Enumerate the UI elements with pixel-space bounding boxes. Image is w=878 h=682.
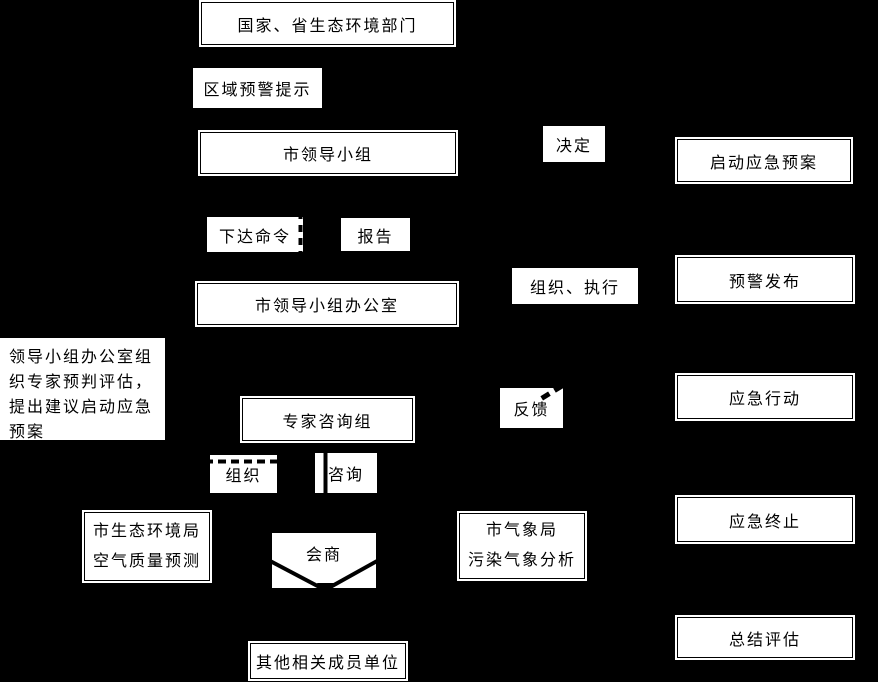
node-label: 预警发布	[728, 273, 801, 291]
edge-label-text: 报告	[357, 228, 394, 246]
annotation-line2: 织专家预判评估，	[9, 374, 154, 391]
node-summary-evaluation: 总结评估	[677, 617, 853, 658]
edge-label-organize: 组织	[210, 455, 277, 493]
node-city-leading-group: 市领导小组	[200, 132, 456, 174]
node-label: 其他相关成员单位	[255, 655, 400, 672]
edge-label-text: 组织、执行	[529, 280, 620, 297]
node-label: 国家、省生态环境部门	[237, 17, 418, 35]
edge-label-issue-order: 下达命令	[207, 217, 303, 252]
node-emergency-termination: 应急终止	[677, 497, 853, 542]
node-other-member-units: 其他相关成员单位	[250, 643, 406, 679]
edge-label-report: 报告	[341, 218, 410, 251]
edge-label-text: 咨询	[327, 467, 364, 484]
node-label-line1: 市气象局	[485, 522, 558, 539]
edge-label-regional-warning-tip: 区域预警提示	[193, 68, 322, 108]
node-leading-group-office: 市领导小组办公室	[197, 283, 457, 325]
node-national-provincial-eco-dept: 国家、省生态环境部门	[201, 2, 454, 45]
edge-label-text: 区域预警提示	[203, 82, 312, 99]
edge-label-consult: 咨询	[315, 453, 377, 493]
annotation-line1: 领导小组办公室组	[9, 349, 154, 366]
node-label: 应急行动	[728, 391, 801, 408]
edge-label-organize-execute: 组织、执行	[512, 268, 638, 304]
node-label-line1: 市生态环境局	[92, 522, 201, 540]
node-label: 市领导小组办公室	[254, 298, 399, 315]
annotation-line4: 预案	[9, 424, 46, 441]
edge-label-feedback: 反馈	[500, 388, 563, 428]
edge-label-decide: 决定	[543, 126, 605, 162]
node-warning-release: 预警发布	[677, 257, 853, 302]
edge-label-text: 反馈	[513, 402, 550, 419]
edge-label-text: 组织	[225, 468, 262, 485]
edge-label-text: 决定	[555, 138, 592, 155]
node-label: 启动应急预案	[709, 154, 818, 172]
node-emergency-action: 应急行动	[677, 375, 853, 419]
node-meteo-bureau-pollution-analysis: 市气象局 污染气象分析	[459, 513, 585, 579]
node-label-line2: 污染气象分析	[467, 552, 576, 569]
node-label: 总结评估	[728, 631, 801, 649]
node-label-line2: 空气质量预测	[92, 552, 201, 570]
node-label: 市领导小组	[282, 147, 373, 164]
node-expert-advisory-group: 专家咨询组	[242, 398, 413, 441]
shape-consultation-label: 会商	[305, 547, 342, 564]
annotation-expert-prejudge-note: 领导小组办公室组 织专家预判评估， 提出建议启动应急 预案	[0, 338, 165, 441]
node-label: 应急终止	[728, 513, 801, 531]
annotation-line3: 提出建议启动应急	[9, 399, 154, 416]
node-eco-bureau-air-quality-forecast: 市生态环境局 空气质量预测	[84, 512, 210, 581]
node-start-emergency-plan: 启动应急预案	[677, 139, 851, 182]
edge-label-text: 下达命令	[218, 228, 291, 246]
node-label: 专家咨询组	[282, 413, 373, 431]
shape-consultation: 会商	[272, 533, 376, 588]
